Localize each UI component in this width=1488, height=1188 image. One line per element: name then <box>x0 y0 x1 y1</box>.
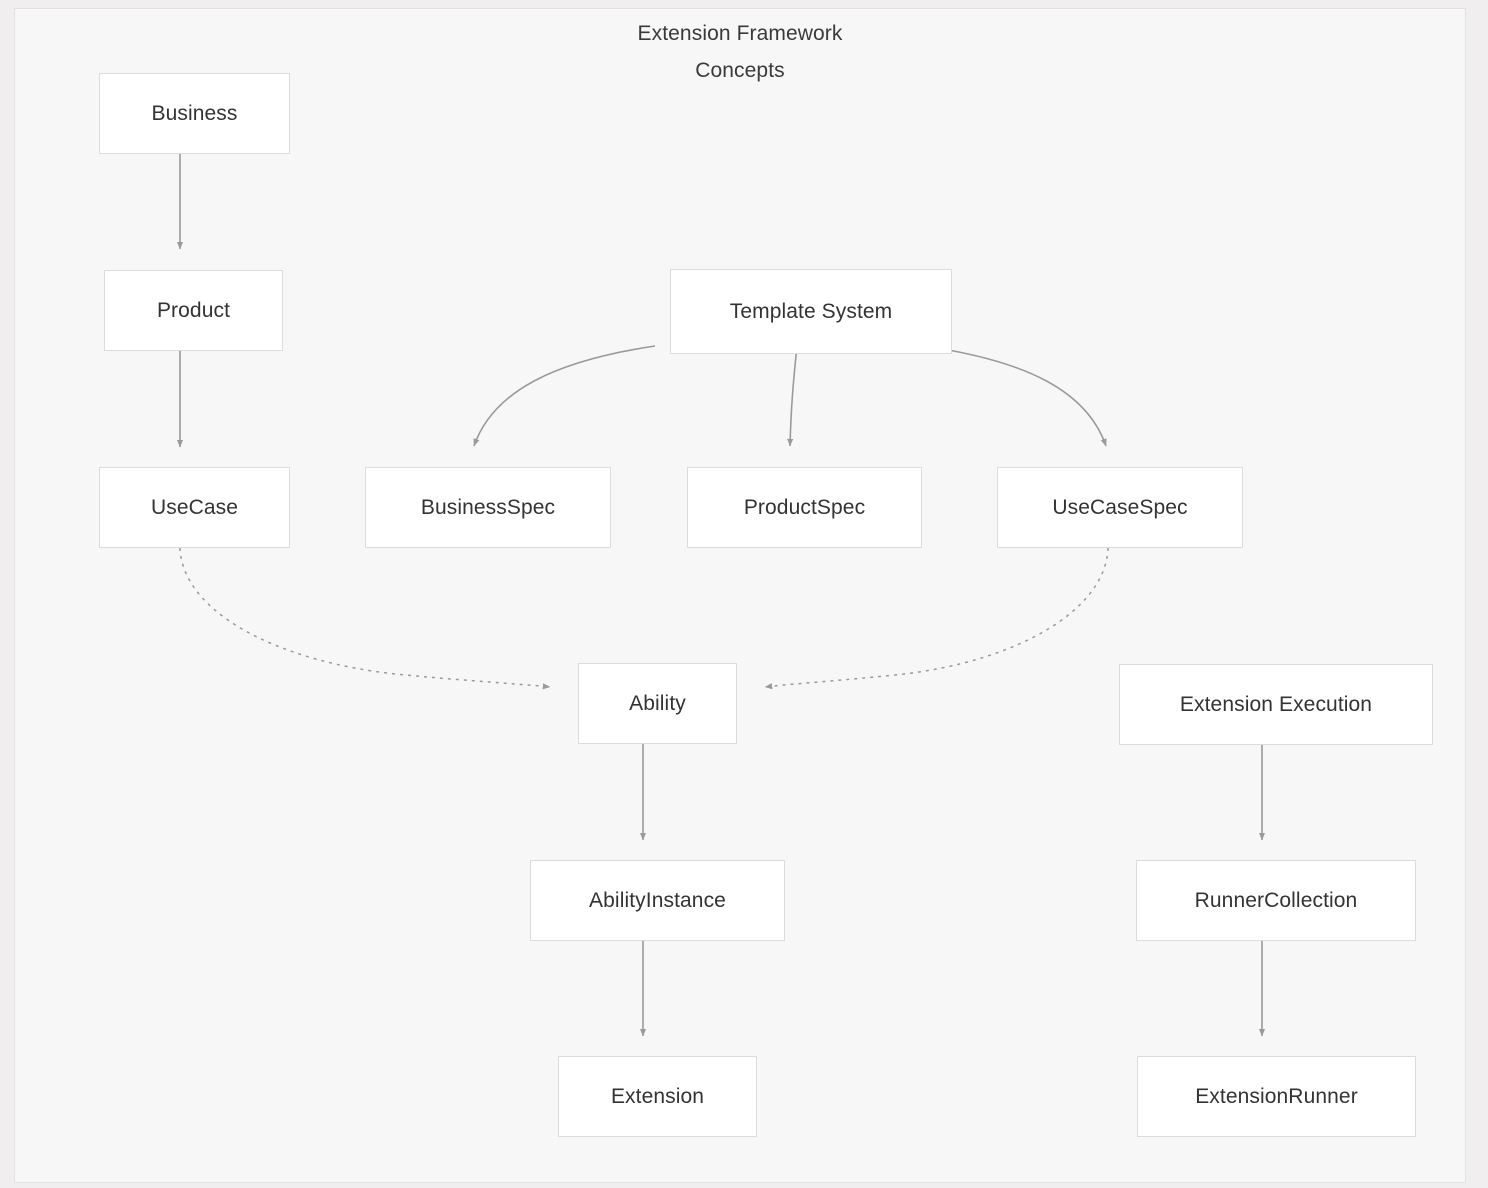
diagram-panel: Extension Framework Concepts <box>14 8 1466 1183</box>
node-label: BusinessSpec <box>420 495 556 519</box>
node-ability[interactable]: Ability <box>578 663 737 744</box>
node-label: UseCase <box>150 495 239 519</box>
node-extensionrunner[interactable]: ExtensionRunner <box>1137 1056 1416 1137</box>
node-label: Product <box>156 298 231 322</box>
node-business[interactable]: Business <box>99 73 290 154</box>
node-extension-execution[interactable]: Extension Execution <box>1119 664 1433 745</box>
node-extension[interactable]: Extension <box>558 1056 757 1137</box>
node-usecasespec[interactable]: UseCaseSpec <box>997 467 1243 548</box>
node-product[interactable]: Product <box>104 270 283 351</box>
node-label: AbilityInstance <box>589 888 726 912</box>
node-abilityinstance[interactable]: AbilityInstance <box>530 860 785 941</box>
node-label: ProductSpec <box>743 495 866 519</box>
node-label: Template System <box>729 299 893 323</box>
node-label: UseCaseSpec <box>1052 495 1188 519</box>
node-template-system[interactable]: Template System <box>670 269 952 354</box>
node-label: Extension <box>610 1084 705 1108</box>
node-label: Business <box>151 101 238 125</box>
node-label: RunnerCollection <box>1194 888 1358 912</box>
node-runnercollection[interactable]: RunnerCollection <box>1136 860 1416 941</box>
node-label: Extension Execution <box>1179 692 1373 716</box>
node-usecase[interactable]: UseCase <box>99 467 290 548</box>
node-label: Ability <box>629 691 686 715</box>
node-businessspec[interactable]: BusinessSpec <box>365 467 611 548</box>
diagram-title: Extension Framework Concepts <box>637 22 843 82</box>
node-productspec[interactable]: ProductSpec <box>687 467 922 548</box>
node-layer: Business Product UseCase Template System… <box>15 9 1467 1184</box>
node-label: ExtensionRunner <box>1195 1084 1358 1108</box>
